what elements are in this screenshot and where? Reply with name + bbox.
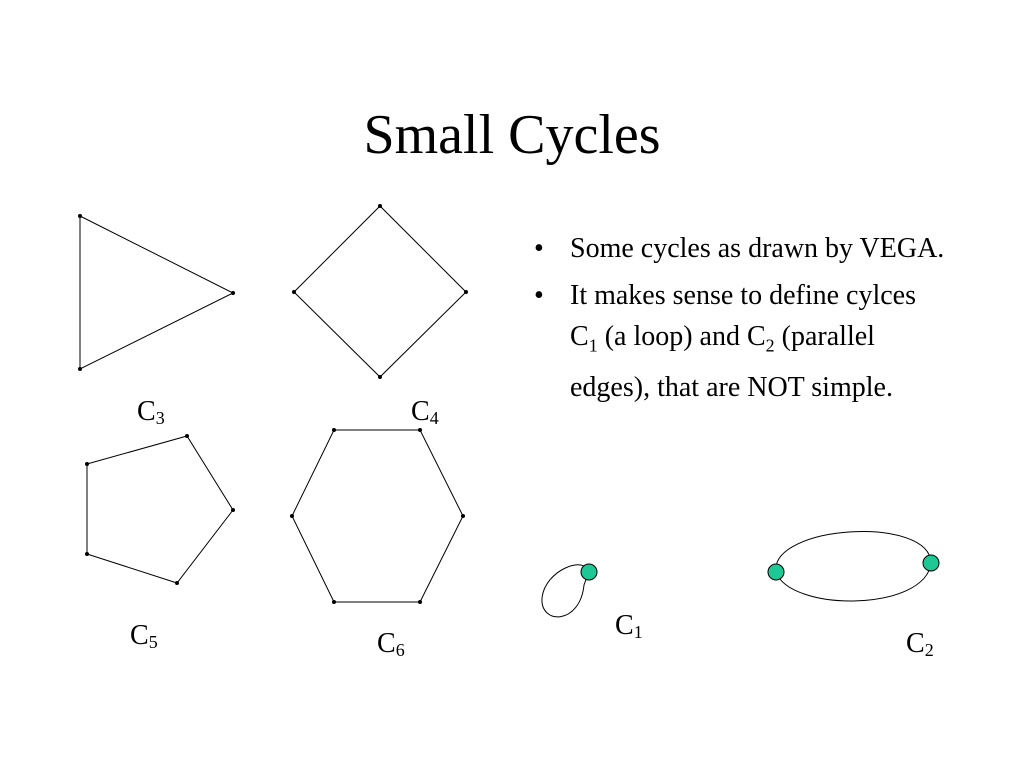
label-c4: C4	[411, 396, 439, 428]
label-c6: C6	[377, 628, 405, 660]
slide-title: Small Cycles	[363, 104, 661, 166]
cycle-c4-vertex-1	[378, 204, 382, 208]
cycle-c6-vertex-2	[418, 428, 422, 432]
cycle-c6-vertex-4	[418, 600, 422, 604]
cycle-c6-vertex-3	[461, 514, 465, 518]
cycle-c5-vertex-2	[185, 434, 189, 438]
cycle-c3-vertex-3	[78, 367, 82, 371]
bullet-subscript: 2	[765, 335, 775, 356]
bullet-marker: •	[534, 233, 544, 264]
cycle-c2-vertex-2	[922, 554, 940, 572]
bullet-text: (a loop) and C	[597, 321, 766, 352]
vertices-group	[78, 204, 940, 604]
cycle-c3-vertex-1	[78, 214, 82, 218]
cycle-c3-vertex-2	[231, 291, 235, 295]
cycle-c4-vertex-4	[292, 290, 296, 294]
cycle-c5-vertex-3	[231, 508, 235, 512]
cycle-c1-loop-edge	[541, 564, 590, 618]
cycle-c6-vertex-1	[332, 428, 336, 432]
cycle-c6-vertex-6	[290, 514, 294, 518]
cycle-c4-vertex-3	[378, 375, 382, 379]
cycle-c5-vertex-4	[175, 581, 179, 585]
label-c1: C1	[615, 610, 643, 642]
bullet-marker: •	[534, 280, 544, 311]
bullet-text: (parallel edges), that are NOT simple.	[570, 321, 893, 403]
label-c5: C5	[130, 620, 158, 652]
cycle-c4-vertex-2	[464, 290, 468, 294]
cycle-c3-edges	[79, 215, 235, 370]
cycle-c1-vertex	[580, 563, 598, 581]
cycle-c4-edges	[293, 205, 467, 378]
cycle-c5-vertex-5	[85, 552, 89, 556]
cycle-c5-vertex-1	[85, 462, 89, 466]
bullet-item-2: • It makes sense to define cylces C1 (a …	[528, 275, 948, 408]
bullet-item-1: • Some cycles as drawn by VEGA.	[528, 228, 948, 269]
bullet-list: • Some cycles as drawn by VEGA. • It mak…	[528, 228, 948, 414]
bullet-subscript: 1	[588, 335, 598, 356]
cycle-c6-vertex-5	[332, 600, 336, 604]
cycle-c2-vertex-1	[767, 563, 785, 581]
bullet-text: It makes sense to define cylces C	[570, 280, 916, 352]
cycle-c6-edges	[291, 429, 464, 603]
cycle-c2-upper-edge	[775, 531, 932, 573]
label-c2: C2	[906, 628, 934, 660]
cycle-c5-edges	[86, 435, 234, 584]
edges-group	[79, 205, 932, 618]
bullet-text: Some cycles as drawn by VEGA.	[570, 233, 945, 264]
label-c3: C3	[137, 396, 165, 428]
cycle-c2-lower-edge	[775, 562, 932, 602]
